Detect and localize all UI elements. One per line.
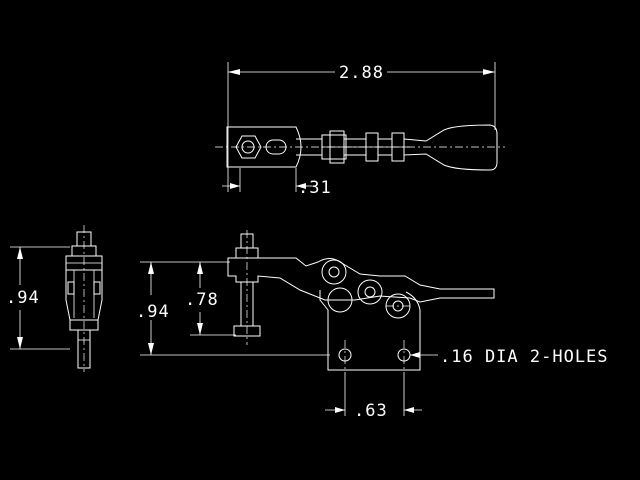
overall-length-label: 2.88 <box>339 63 384 83</box>
handle-offset-label: .31 <box>298 178 332 198</box>
front-height-label: .94 <box>136 302 170 322</box>
side-height-label: .94 <box>6 288 40 308</box>
end-view: .94 <box>6 225 103 372</box>
side-view: .94 .78 <box>136 230 609 421</box>
spindle-height-label: .78 <box>185 290 219 310</box>
hole-spacing-label: .63 <box>354 401 388 421</box>
top-view: 2.88 .31 <box>215 62 505 198</box>
hole-callout-label: .16 DIA 2-HOLES <box>440 347 609 367</box>
